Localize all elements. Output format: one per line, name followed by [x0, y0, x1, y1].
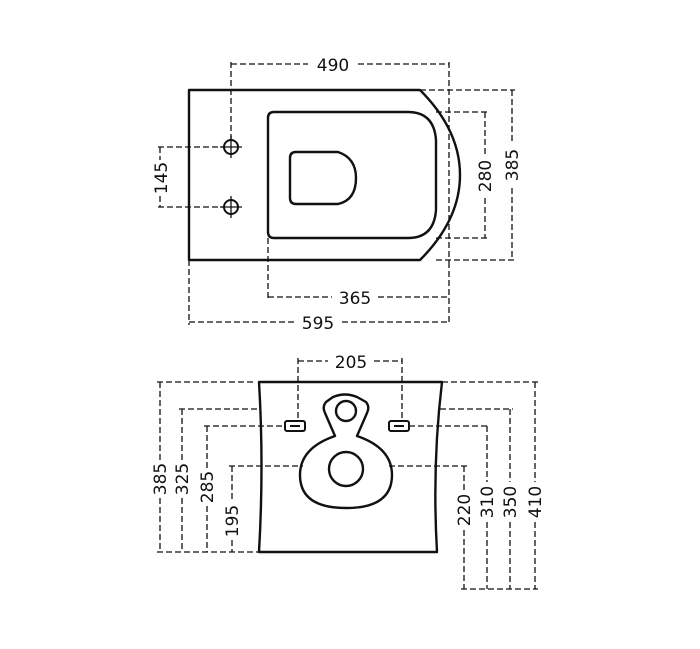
dimension-220-label: 220 — [455, 494, 475, 526]
dimension-410: 410 — [442, 381, 546, 589]
dimension-195-label: 195 — [223, 505, 243, 537]
front-upper-hole — [334, 399, 358, 423]
dimension-145-label: 145 — [152, 162, 172, 194]
dimension-145: 145 — [152, 146, 224, 208]
dimension-490-label: 490 — [317, 56, 349, 76]
plan-body-outline — [187, 88, 462, 262]
front-outlet-keyhole — [298, 393, 394, 510]
dimension-410-label: 410 — [526, 486, 546, 518]
dimension-595: 595 — [188, 260, 450, 334]
plan-bowl-opening — [288, 150, 358, 206]
front-body-outline — [257, 380, 444, 554]
dimension-285: 285 — [198, 425, 285, 552]
fixing-slot-right-icon — [388, 420, 410, 432]
dimension-280-label: 280 — [476, 160, 496, 192]
dimension-280: 280 — [436, 111, 496, 239]
plan-view: 490 385 280 145 — [152, 56, 523, 334]
dimension-385-plan: 385 — [420, 89, 523, 261]
dimension-285-label: 285 — [198, 471, 218, 503]
dimension-195: 195 — [223, 465, 303, 552]
dimension-205-label: 205 — [335, 353, 367, 373]
dimension-595-label: 595 — [302, 314, 334, 334]
dimension-350-label: 350 — [501, 486, 521, 518]
plan-seat-outline — [266, 110, 438, 240]
dimension-365-label: 365 — [339, 289, 371, 309]
dimension-310-label: 310 — [478, 486, 498, 518]
fixing-slot-left-icon — [284, 420, 306, 432]
dimension-385-front-label: 385 — [151, 463, 171, 495]
dimension-205: 205 — [297, 353, 403, 421]
dimension-490: 490 — [230, 56, 450, 262]
dimension-310: 310 — [409, 425, 498, 589]
front-view: 205 385 325 285 195 — [151, 353, 546, 590]
dimension-385-front: 385 — [151, 381, 256, 552]
dimension-385-plan-label: 385 — [503, 149, 523, 181]
dimension-220: 220 — [389, 465, 475, 589]
front-outlet-hole — [327, 450, 365, 488]
dimension-365: 365 — [267, 238, 449, 309]
dimension-350: 350 — [440, 408, 521, 589]
dimension-325: 325 — [173, 408, 258, 552]
dimension-325-label: 325 — [173, 463, 193, 495]
